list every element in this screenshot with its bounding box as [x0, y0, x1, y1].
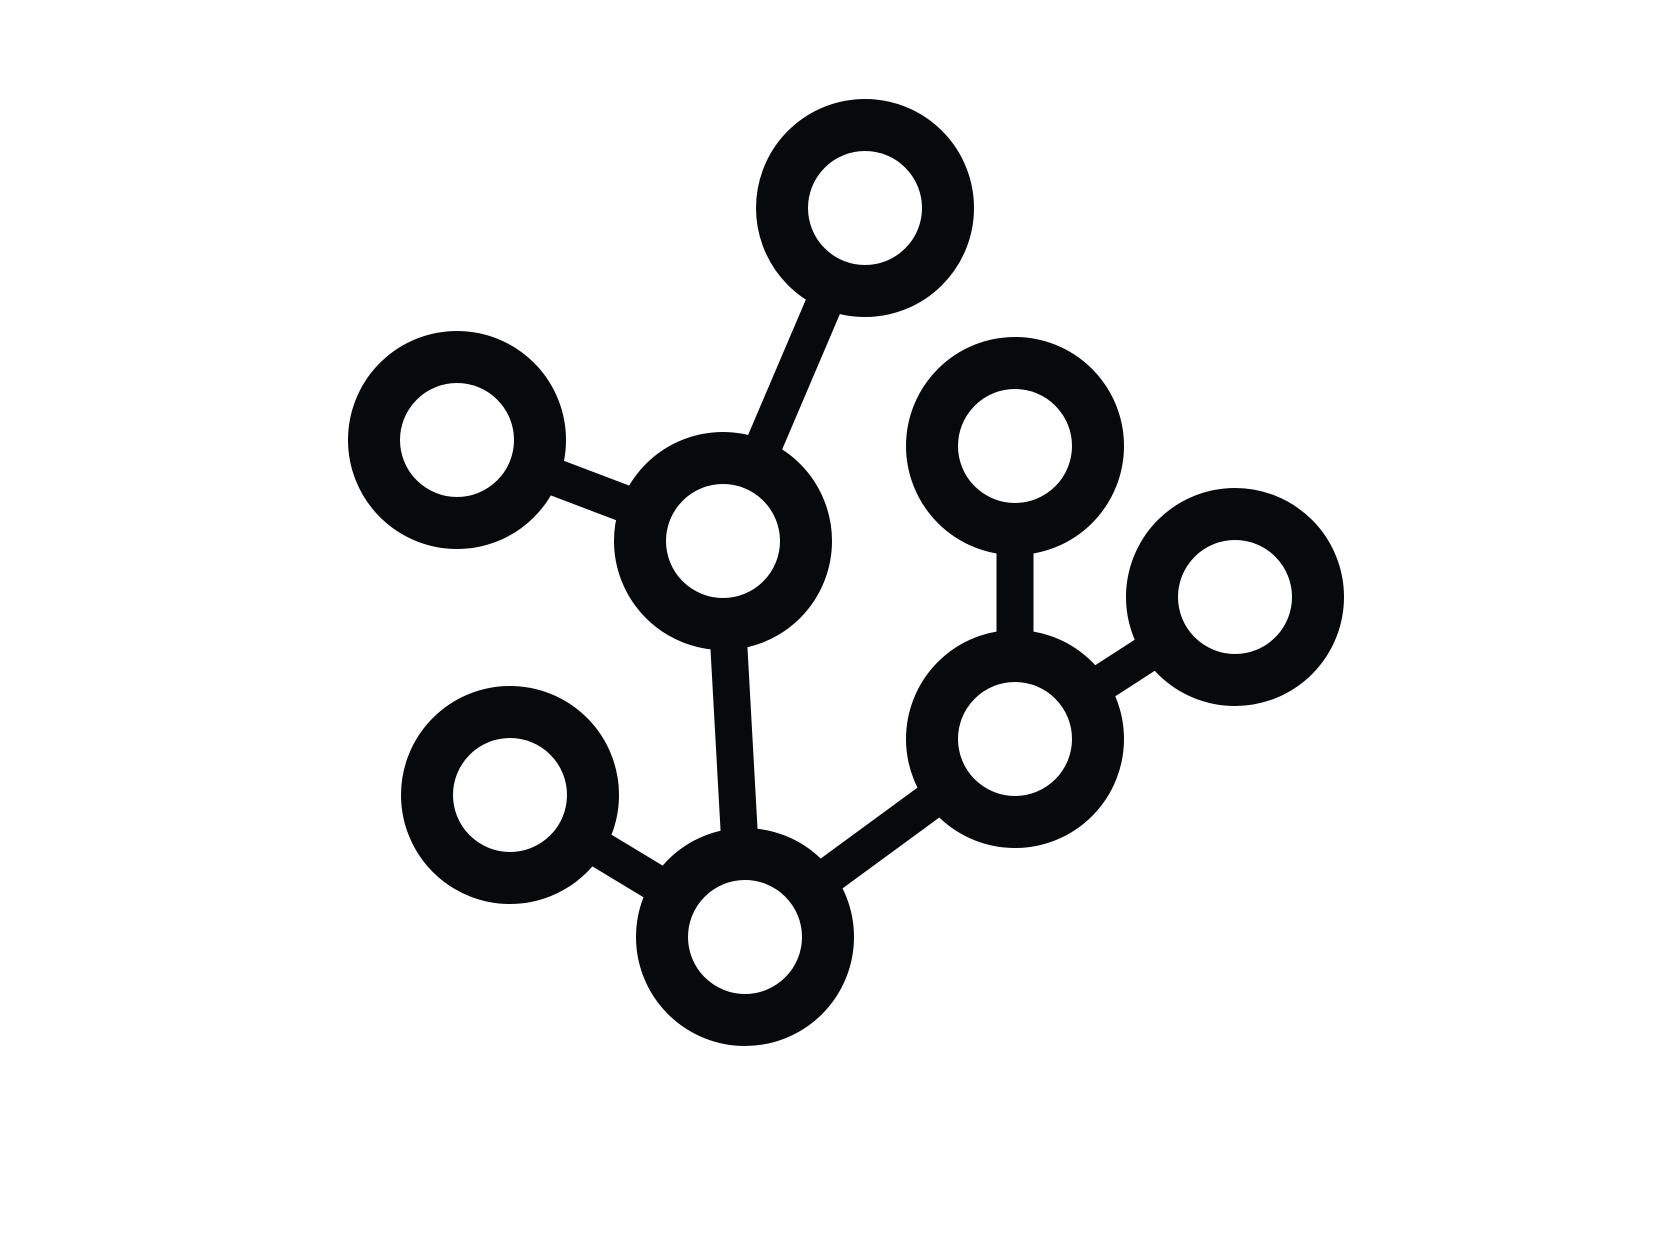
node-n-lower-left [401, 686, 619, 904]
node-n-far-right [1126, 488, 1344, 706]
nodes-group [348, 99, 1344, 1046]
node-n-left [348, 331, 566, 549]
node-n-bottom [636, 828, 854, 1046]
node-n-right-top [906, 337, 1124, 555]
node-n-top [756, 99, 974, 317]
node-n-center [614, 432, 832, 650]
node-n-right-mid [906, 630, 1124, 848]
